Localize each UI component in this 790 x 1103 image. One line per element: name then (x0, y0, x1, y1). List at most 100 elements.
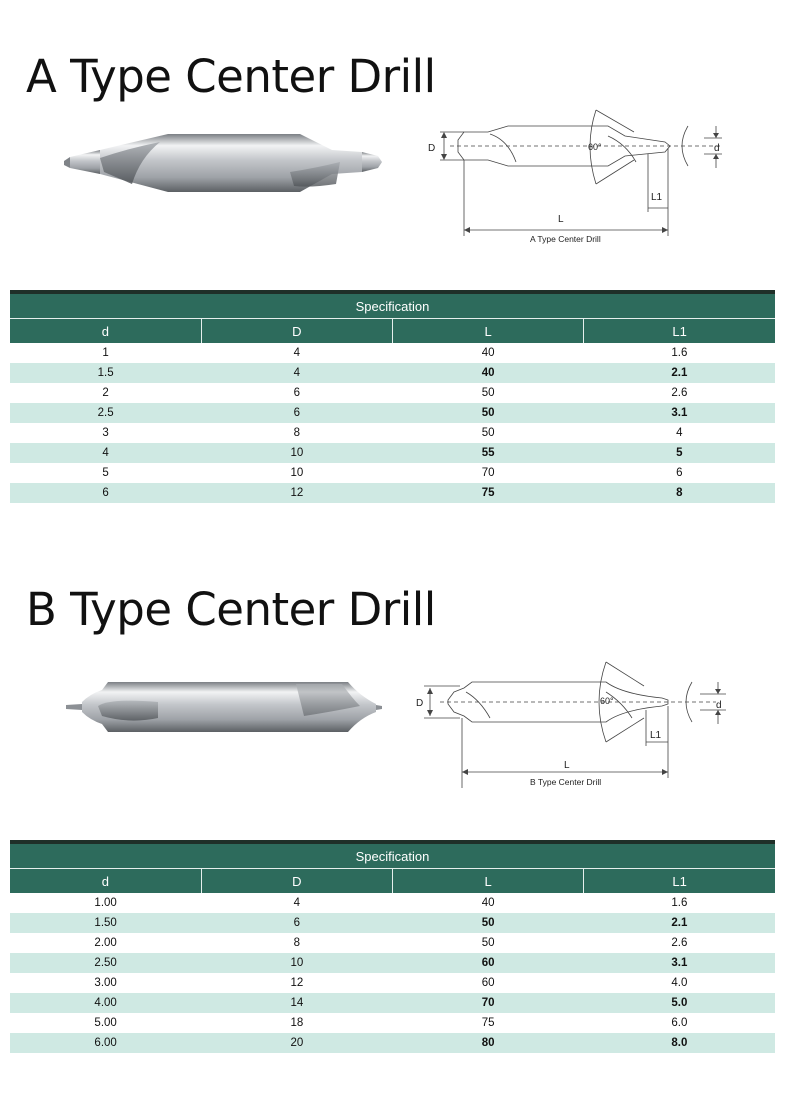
table-cell: 4 (201, 363, 393, 383)
table-cell: 70 (392, 993, 584, 1013)
b-table-caption: Specification (10, 842, 775, 869)
table-row: 2.5 6 50 3.1 (10, 403, 775, 423)
table-cell: 1 (10, 343, 202, 363)
b-col-header: L1 (583, 868, 775, 893)
table-cell: 8 (201, 933, 393, 953)
b-label-D: D (416, 698, 423, 709)
table-cell: 20 (201, 1033, 393, 1053)
table-row: 5.00 18 75 6.0 (10, 1013, 775, 1033)
b-label-L: L (564, 760, 570, 771)
table-cell: 8 (583, 483, 775, 503)
table-cell: 4.00 (10, 993, 202, 1013)
table-cell: 1.00 (10, 893, 202, 913)
table-cell: 55 (392, 443, 584, 463)
a-col-header: L (391, 318, 584, 343)
b-col-header: d (10, 868, 202, 893)
table-cell: 40 (392, 363, 584, 383)
table-cell: 6 (10, 483, 202, 503)
table-row: 2.50 10 60 3.1 (10, 953, 775, 973)
b-label-angle: 60° (600, 696, 614, 706)
table-row: 6.00 20 80 8.0 (10, 1033, 775, 1053)
table-cell: 6.0 (583, 1013, 775, 1033)
table-row: 5 10 70 6 (10, 463, 775, 483)
table-cell: 5.00 (10, 1013, 202, 1033)
a-type-dimension-diagram: D 60° d L1 L A Type Center Drill (428, 109, 722, 244)
a-label-angle: 60° (588, 142, 602, 152)
table-cell: 10 (201, 953, 393, 973)
table-cell: 75 (392, 1013, 584, 1033)
table-cell: 8 (201, 423, 393, 443)
a-diagram-caption: A Type Center Drill (530, 234, 601, 244)
section-a-title: A Type Center Drill (26, 50, 436, 103)
b-label-d: d (716, 700, 722, 711)
table-cell: 6.00 (10, 1033, 202, 1053)
table-cell: 5.0 (583, 993, 775, 1013)
b-diagram-caption: B Type Center Drill (530, 777, 601, 787)
a-type-drill-photo (64, 134, 382, 192)
table-cell: 70 (392, 463, 584, 483)
table-cell: 6 (583, 463, 775, 483)
table-cell: 18 (201, 1013, 393, 1033)
table-cell: 5 (583, 443, 775, 463)
table-cell: 4 (201, 893, 393, 913)
table-row: 3.00 12 60 4.0 (10, 973, 775, 993)
table-cell: 4.0 (583, 973, 775, 993)
table-cell: 3.1 (583, 403, 775, 423)
b-type-drill-photo (66, 682, 382, 732)
table-cell: 75 (392, 483, 584, 503)
table-row: 2.00 8 50 2.6 (10, 933, 775, 953)
b-col-header: L (391, 868, 584, 893)
table-cell: 1.6 (583, 343, 775, 363)
table-row: 3 8 50 4 (10, 423, 775, 443)
a-label-L1: L1 (651, 192, 663, 203)
table-cell: 60 (392, 973, 584, 993)
table-cell: 2.6 (583, 383, 775, 403)
a-col-header: d (10, 318, 202, 343)
table-row: 1.5 4 40 2.1 (10, 363, 775, 383)
table-cell: 6 (201, 913, 393, 933)
b-label-L1: L1 (650, 730, 662, 741)
table-row: 2 6 50 2.6 (10, 383, 775, 403)
table-cell: 12 (201, 973, 393, 993)
table-cell: 4 (583, 423, 775, 443)
table-cell: 4 (10, 443, 202, 463)
b-col-header: D (200, 868, 393, 893)
table-cell: 14 (201, 993, 393, 1013)
table-cell: 2.00 (10, 933, 202, 953)
table-cell: 3.00 (10, 973, 202, 993)
a-label-L: L (558, 214, 564, 225)
table-cell: 12 (201, 483, 393, 503)
a-col-header: L1 (583, 318, 775, 343)
b-spec-table: Specification d D L L1 1.00 4 40 1.6 1.5… (10, 840, 775, 1053)
table-cell: 10 (201, 443, 393, 463)
table-cell: 4 (201, 343, 393, 363)
table-cell: 2 (10, 383, 202, 403)
table-cell: 80 (392, 1033, 584, 1053)
a-label-D: D (428, 143, 435, 154)
table-row: 4.00 14 70 5.0 (10, 993, 775, 1013)
table-cell: 6 (201, 403, 393, 423)
a-table-caption: Specification (10, 292, 775, 319)
table-cell: 5 (10, 463, 202, 483)
table-cell: 40 (392, 343, 584, 363)
table-row: 6 12 75 8 (10, 483, 775, 503)
a-col-header: D (200, 318, 393, 343)
b-type-dimension-diagram: D 60° d L1 L B Type Center Drill (416, 661, 726, 788)
table-cell: 50 (392, 403, 584, 423)
table-cell: 1.5 (10, 363, 202, 383)
table-cell: 2.5 (10, 403, 202, 423)
table-cell: 2.50 (10, 953, 202, 973)
section-b-title: B Type Center Drill (26, 583, 436, 636)
table-cell: 1.6 (583, 893, 775, 913)
table-row: 1.50 6 50 2.1 (10, 913, 775, 933)
table-cell: 3.1 (583, 953, 775, 973)
table-cell: 6 (201, 383, 393, 403)
table-cell: 2.1 (583, 363, 775, 383)
a-label-d: d (714, 143, 720, 154)
table-cell: 50 (392, 383, 584, 403)
table-cell: 2.1 (583, 913, 775, 933)
table-cell: 10 (201, 463, 393, 483)
table-cell: 50 (392, 423, 584, 443)
table-cell: 1.50 (10, 913, 202, 933)
table-cell: 40 (392, 893, 584, 913)
